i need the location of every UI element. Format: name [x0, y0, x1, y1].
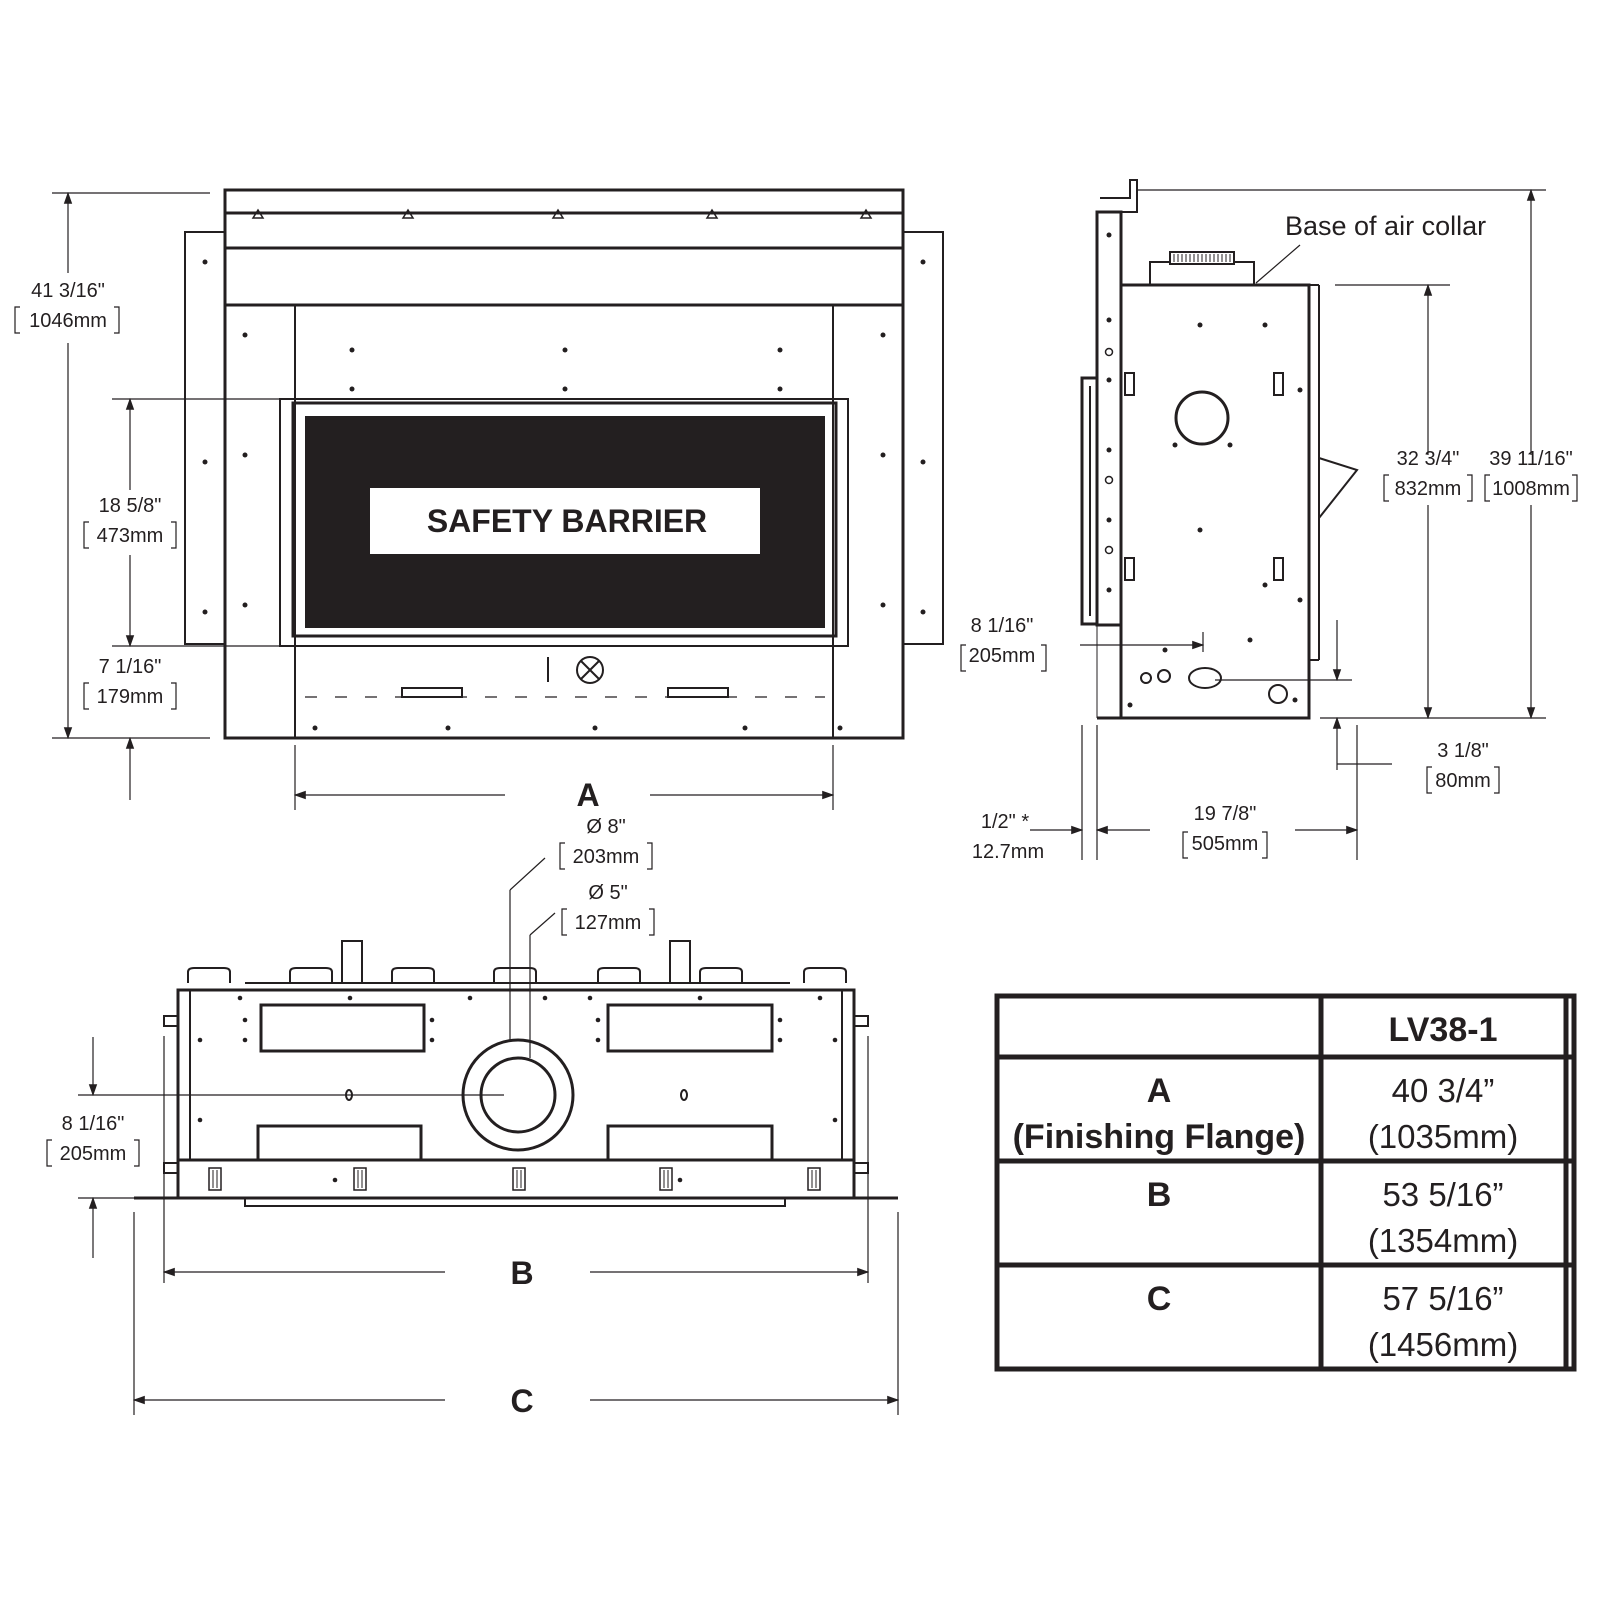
table-row-c-value-mm: (1456mm): [1368, 1326, 1518, 1363]
collar-height-label: 32 3/4": [1397, 448, 1460, 470]
width-b-label: B: [510, 1255, 533, 1291]
inner-diameter-label: Ø 5": [588, 882, 627, 904]
collar-height-mm-label: 832mm: [1395, 478, 1462, 500]
table-row-b-value-mm: (1354mm): [1368, 1222, 1518, 1259]
safety-barrier-label: SAFETY BARRIER: [427, 503, 707, 539]
total-height-mm-label: 1008mm: [1492, 478, 1570, 500]
width-c-label: C: [510, 1383, 533, 1419]
opening-height-mm-label: 473mm: [97, 525, 164, 547]
front-offset-label: 8 1/16": [62, 1113, 125, 1135]
width-a-label: A: [576, 777, 599, 813]
table-row-a-value: 40 3/4”: [1392, 1072, 1495, 1109]
side-view: Base of air collar 32 3/4" 832mm 39 11/1…: [960, 179, 1578, 863]
top-view: Ø 8" 203mm Ø 5" 127mm 8 1/16" 205mm B C: [46, 816, 900, 1419]
opening-height-label: 18 5/8": [99, 495, 162, 517]
outer-diameter-label: Ø 8": [586, 816, 625, 838]
front-offset-mm-label: 205mm: [60, 1143, 127, 1165]
safety-barrier-plate: [370, 488, 760, 554]
table-row-a-value-mm: (1035mm): [1368, 1118, 1518, 1155]
depth-label: 19 7/8": [1194, 803, 1257, 825]
bottom-height-label: 7 1/16": [99, 656, 162, 678]
depth-mm-label: 505mm: [1192, 833, 1259, 855]
air-collar: [1149, 261, 1255, 286]
table-row-b-label: B: [1147, 1176, 1172, 1214]
flange-offset-mm-label: 12.7mm: [972, 841, 1044, 863]
inner-diameter-mm-label: 127mm: [575, 912, 642, 934]
table-row-a-label: A: [1147, 1072, 1172, 1110]
bottom-height-mm-label: 179mm: [97, 686, 164, 708]
table-row-c-value: 57 5/16”: [1382, 1280, 1503, 1317]
dimensions-table: LV38-1 A (Finishing Flange) 40 3/4” (103…: [994, 993, 1577, 1372]
air-collar-label: Base of air collar: [1285, 211, 1486, 241]
gas-valve-icon: [576, 656, 604, 684]
front-view: SAFETY BARRIER 41 3/16" 1046mm 18 5/8" 4…: [14, 188, 944, 813]
outer-diameter-mm-label: 203mm: [573, 846, 640, 868]
flange-offset-label: 1/2" *: [981, 811, 1029, 833]
overall-height-label: 41 3/16": [31, 280, 105, 302]
overall-height-mm-label: 1046mm: [29, 310, 107, 332]
table-header-model: LV38-1: [1389, 1011, 1498, 1049]
total-height-label: 39 11/16": [1489, 448, 1572, 470]
table-row-c-label: C: [1147, 1280, 1172, 1318]
base-offset-mm-label: 80mm: [1435, 770, 1491, 792]
base-offset-label: 3 1/8": [1437, 740, 1489, 762]
table-row-b-value: 53 5/16”: [1382, 1176, 1503, 1213]
table-row-a-sublabel: (Finishing Flange): [1013, 1118, 1306, 1156]
inlet-depth-label: 8 1/16": [971, 615, 1034, 637]
inlet-depth-mm-label: 205mm: [969, 645, 1036, 667]
